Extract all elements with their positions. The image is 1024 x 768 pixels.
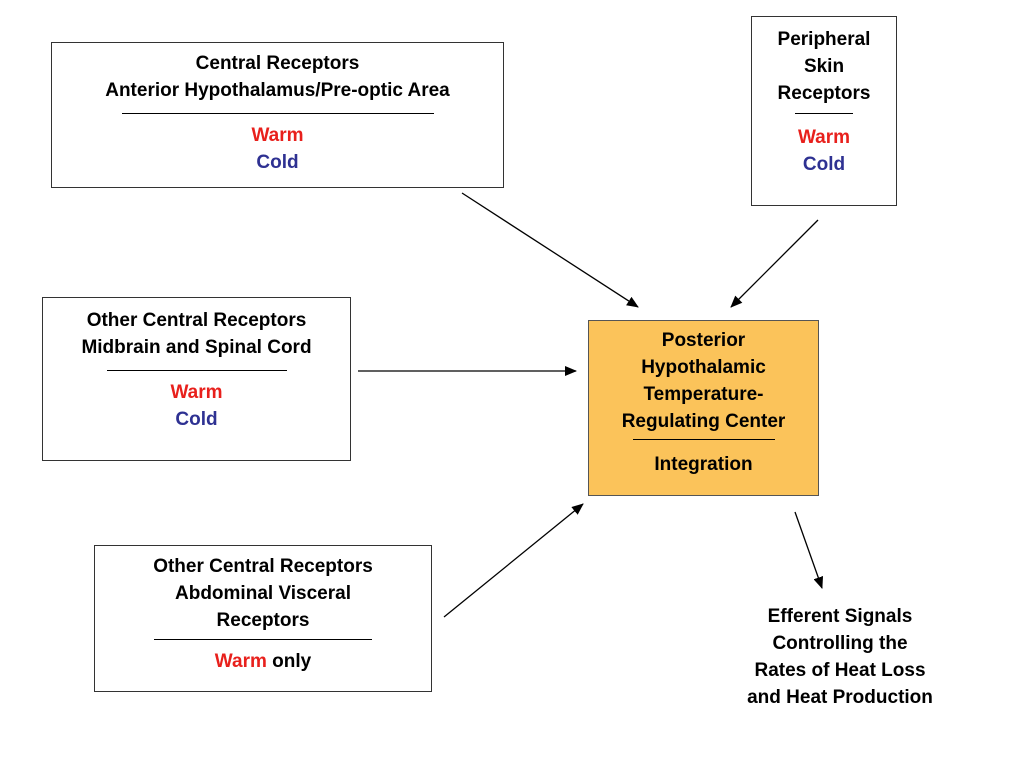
efferent-line1: Efferent Signals [767, 606, 913, 627]
abdominal-location-line2: Receptors [216, 610, 310, 631]
peripheral-warm: Warm [797, 127, 851, 148]
midbrain-spinal-receptors-box: Other Central Receptors Midbrain and Spi… [42, 297, 351, 461]
center-integration-label: Integration [654, 454, 753, 475]
center-title-line2: Hypothalamic [641, 357, 766, 378]
peripheral-title-line3: Receptors [777, 83, 871, 104]
efferent-line4: and Heat Production [747, 687, 933, 708]
abdominal-only: only [272, 651, 312, 672]
center-title-line4: Regulating Center [621, 411, 786, 432]
peripheral-title-line2: Skin [803, 56, 845, 77]
arrow-central-to-center [461, 192, 639, 308]
peripheral-cold: Cold [802, 154, 846, 175]
arrow-abdominal-to-center [443, 503, 584, 618]
central-receptors-box: Central Receptors Anterior Hypothalamus/… [51, 42, 504, 188]
central-receptors-divider [121, 113, 434, 114]
midbrain-warm: Warm [170, 382, 223, 403]
abdominal-title: Other Central Receptors [153, 556, 373, 577]
abdominal-visceral-receptors-box: Other Central Receptors Abdominal Viscer… [94, 545, 432, 692]
central-receptors-cold: Cold [256, 152, 299, 173]
arrow-peripheral-to-center [730, 219, 819, 308]
center-title-line1: Posterior [661, 330, 746, 351]
abdominal-divider [154, 639, 372, 640]
abdominal-warm: Warm [214, 651, 267, 672]
central-receptors-title: Central Receptors [195, 53, 360, 74]
peripheral-skin-receptors-box: Peripheral Skin Receptors Warm Cold [751, 16, 897, 206]
efferent-line2: Controlling the [772, 633, 908, 654]
center-title-line3: Temperature- [643, 384, 764, 405]
efferent-signals-text: Efferent Signals Controlling the Rates o… [720, 603, 960, 711]
abdominal-warm-only: Warm only [95, 648, 431, 675]
efferent-line3: Rates of Heat Loss [754, 660, 926, 681]
midbrain-title: Other Central Receptors [86, 310, 307, 331]
center-divider [632, 439, 775, 440]
arrow-center-to-efferent [794, 511, 824, 589]
peripheral-title-line1: Peripheral [777, 29, 871, 50]
peripheral-divider [795, 113, 853, 114]
midbrain-location: Midbrain and Spinal Cord [81, 337, 312, 358]
midbrain-cold: Cold [175, 409, 218, 430]
abdominal-location-line1: Abdominal Visceral [175, 583, 351, 604]
central-receptors-location: Anterior Hypothalamus/Pre-optic Area [105, 80, 450, 101]
posterior-hypothalamic-center-box: Posterior Hypothalamic Temperature- Regu… [588, 320, 819, 496]
midbrain-divider [106, 370, 287, 371]
central-receptors-warm: Warm [251, 125, 304, 146]
